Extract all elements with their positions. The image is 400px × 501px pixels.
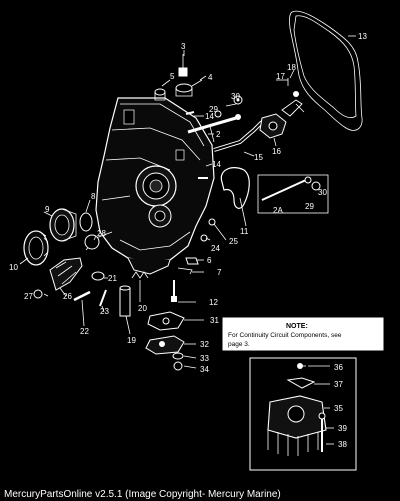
part-4-cap [175, 83, 193, 93]
callout-38: 38 [338, 440, 347, 449]
callout-16: 16 [272, 147, 281, 156]
leader-lines [19, 35, 356, 445]
part-3-bolt [178, 67, 188, 77]
callout-12: 12 [209, 298, 218, 307]
part-10-bearing-race [23, 230, 49, 266]
callout-8: 8 [91, 192, 96, 201]
callout-7: 7 [217, 268, 222, 277]
part-8-seal [79, 212, 93, 232]
part-28-gear [84, 234, 100, 250]
callout-18: 18 [287, 63, 296, 72]
part-32-block [145, 335, 185, 355]
gasket-part-13 [289, 10, 363, 131]
note-title: NOTE: [286, 323, 308, 330]
callout-36: 36 [334, 363, 343, 372]
callout-3: 3 [181, 42, 186, 51]
trim-sender-inset [249, 357, 357, 471]
note-line-1: For Continuity Circuit Components, see [228, 332, 342, 339]
callout-20: 20 [138, 304, 147, 313]
callout-29-inset: 29 [305, 202, 314, 211]
gear-housing [85, 97, 215, 275]
callout-33: 33 [200, 354, 209, 363]
callout-24: 24 [211, 244, 220, 253]
callout-37: 37 [334, 380, 343, 389]
part-26-pinion [49, 257, 83, 291]
callout-2: 2 [216, 130, 221, 139]
callout-11: 11 [240, 227, 249, 236]
callout-29-top: 29 [209, 105, 218, 114]
callout-34: 34 [200, 365, 209, 374]
callout-26: 26 [63, 292, 72, 301]
part-27-nut [33, 289, 43, 299]
callout-17: 17 [276, 72, 285, 81]
callout-15: 15 [254, 153, 263, 162]
callout-6: 6 [207, 256, 212, 265]
callout-32: 32 [200, 340, 209, 349]
callout-2a: 2A [273, 206, 283, 215]
callout-30-inset: 30 [318, 188, 327, 197]
callout-5: 5 [170, 72, 175, 81]
callout-13: 13 [358, 32, 367, 41]
callout-21: 21 [108, 274, 117, 283]
callout-35: 35 [334, 404, 343, 413]
callout-22: 22 [80, 327, 89, 336]
callout-30-top: 30 [231, 92, 240, 101]
callout-10: 10 [9, 263, 18, 272]
part-11-seal [220, 167, 250, 209]
callout-19: 19 [127, 336, 136, 345]
callout-14-mid: 14 [212, 160, 221, 169]
callout-27: 27 [24, 292, 33, 301]
callout-4: 4 [208, 73, 213, 82]
note-box [222, 317, 384, 351]
part-19-sleeve [119, 287, 131, 317]
part-9-bearing [49, 208, 77, 242]
copyright-footer: MercuryPartsOnline v2.5.1 (Image Copyrig… [4, 489, 281, 500]
part-5-cap [154, 88, 166, 96]
callout-labels: 3 4 5 2 14 14 30 29 13 17 18 16 15 2A 29… [9, 32, 367, 449]
callout-9: 9 [45, 205, 50, 214]
callout-14-top: 14 [205, 112, 214, 121]
callout-31: 31 [210, 316, 219, 325]
callout-23: 23 [100, 307, 109, 316]
callout-28: 28 [97, 229, 106, 238]
callout-39: 39 [338, 424, 347, 433]
callout-25: 25 [229, 237, 238, 246]
note-line-2: page 3. [228, 341, 250, 348]
